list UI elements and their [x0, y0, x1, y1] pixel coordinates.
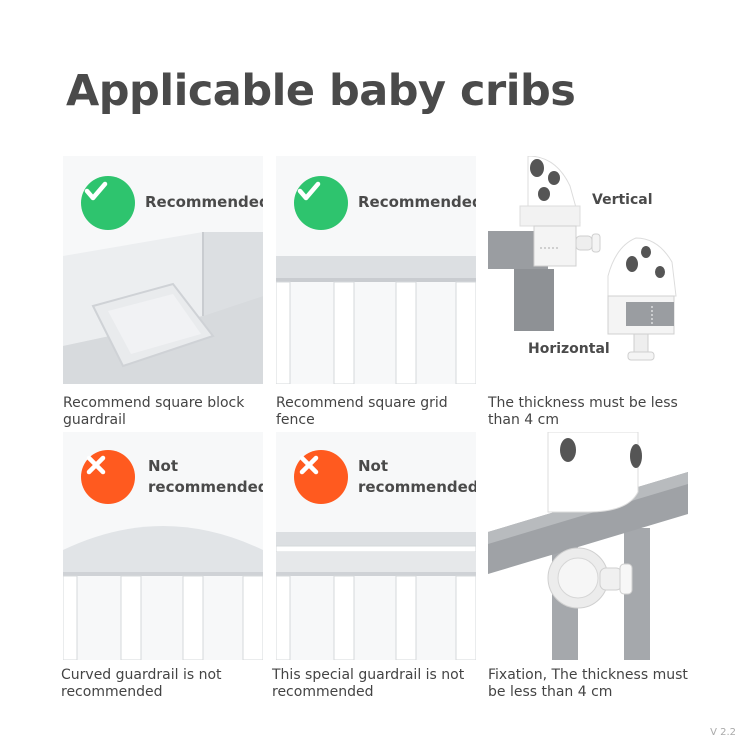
vertical-label: Vertical: [592, 192, 653, 208]
crib-bumper-illustration: [63, 156, 263, 384]
not-recommended-badge: [81, 450, 135, 504]
fixation-illustration: [488, 432, 688, 660]
recommended-badge: [294, 176, 348, 230]
caption: Recommend square grid fence: [276, 395, 448, 428]
caption: This special guardrail is not recommende…: [272, 667, 465, 700]
card-square-block-guardrail: Recommended: [63, 156, 263, 384]
badge-label-line2: recommended: [148, 478, 263, 496]
card-thickness-orientation: Vertical Horizontal: [488, 156, 688, 384]
cross-icon: [86, 455, 106, 475]
horizontal-label: Horizontal: [528, 341, 610, 357]
card-special-guardrail: Not recommended: [276, 432, 476, 660]
card-fixation: [488, 432, 688, 660]
badge-label: Recommended: [358, 193, 476, 211]
card-square-grid-fence: Recommended: [276, 156, 476, 384]
badge-label-line1: Not: [148, 457, 179, 475]
badge-label-line2: recommended: [358, 478, 476, 496]
check-icon: [297, 181, 321, 201]
caption: The thickness must be less than 4 cm: [488, 395, 678, 428]
check-icon: [84, 181, 108, 201]
caption: Recommend square block guardrail: [63, 395, 245, 428]
page-title: Applicable baby cribs: [66, 66, 576, 116]
version-label: V 2.2: [710, 727, 736, 738]
card-curved-guardrail: Not recommended: [63, 432, 263, 660]
not-recommended-badge: [294, 450, 348, 504]
recommended-badge: [81, 176, 135, 230]
badge-label: Recommended: [145, 193, 263, 211]
caption: Fixation, The thickness must be less tha…: [488, 667, 688, 700]
clamp-orientation-illustration: [488, 156, 688, 384]
cross-icon: [299, 455, 319, 475]
caption: Curved guardrail is not recommended: [61, 667, 222, 700]
badge-label-line1: Not: [358, 457, 389, 475]
